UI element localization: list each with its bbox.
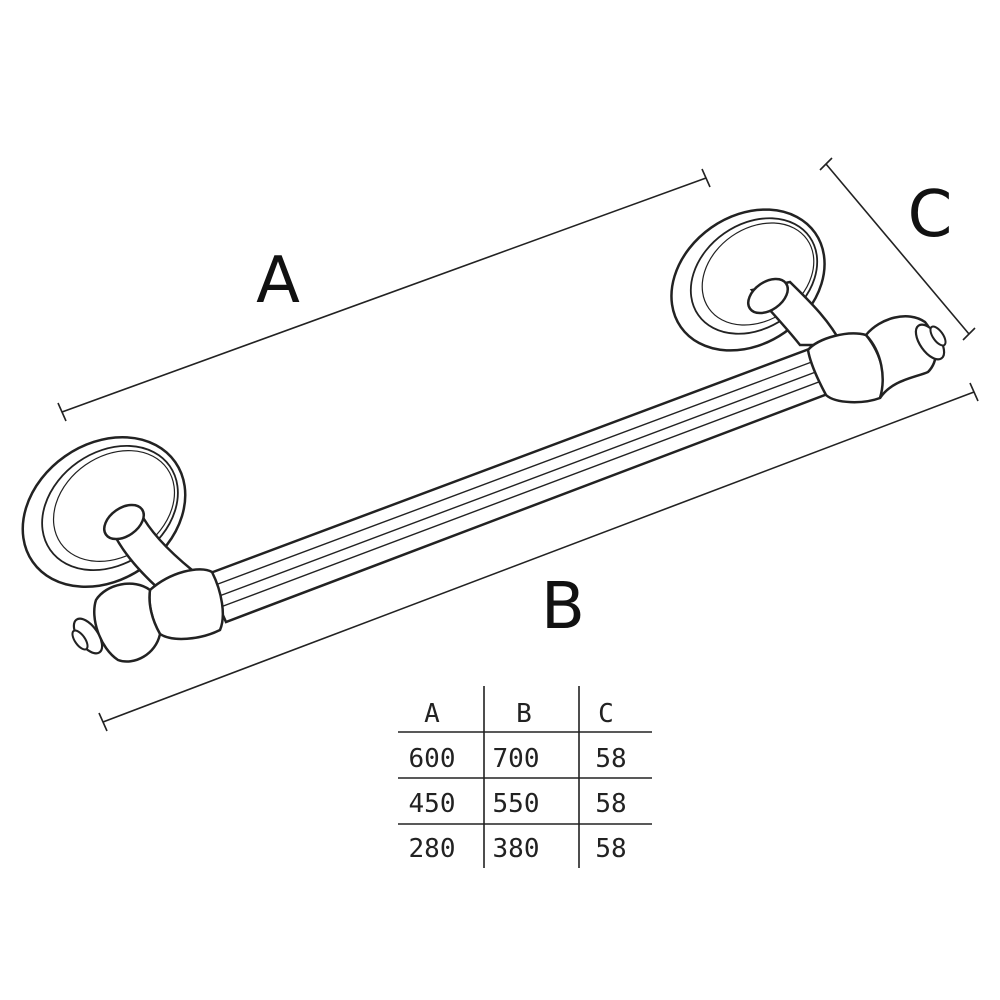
towel-bar-rod	[203, 343, 840, 624]
table-header-b: B	[516, 699, 532, 729]
dimension-b: B	[98, 382, 979, 732]
dimension-c-label: C	[908, 178, 953, 252]
dimension-b-tick-left	[98, 712, 108, 732]
table-cell: 550	[493, 789, 540, 819]
table-cell: 58	[595, 834, 626, 864]
table-cell: 700	[493, 744, 540, 774]
dimension-a-label: A	[256, 244, 300, 318]
dimensions-table: A B C 600 700 58 450 550 58 280 380 58	[398, 686, 652, 868]
dimension-c-tick-top	[819, 157, 833, 171]
table-cell: 58	[595, 744, 626, 774]
dimension-b-tick-right	[969, 382, 979, 402]
dimension-c: C	[819, 157, 976, 341]
right-end-finial	[806, 315, 947, 404]
table-header-c: C	[598, 699, 614, 729]
table-cell: 58	[595, 789, 626, 819]
dimension-b-label: B	[541, 570, 585, 644]
table-cell: 450	[409, 789, 456, 819]
right-support-post	[747, 277, 845, 347]
table-cell: 600	[409, 744, 456, 774]
dimension-b-line	[102, 391, 975, 723]
dimension-c-tick-bottom	[962, 327, 976, 341]
left-support-post	[103, 503, 195, 592]
table-header-a: A	[424, 699, 440, 729]
table-cell: 380	[493, 834, 540, 864]
left-end-finial	[71, 568, 224, 663]
dimension-c-line	[825, 163, 970, 335]
dimension-a-line	[61, 177, 707, 413]
dimension-a-tick-left	[57, 402, 67, 422]
table-cell: 280	[409, 834, 456, 864]
dimension-a-tick-right	[701, 168, 711, 188]
dimension-a: A	[57, 168, 711, 422]
